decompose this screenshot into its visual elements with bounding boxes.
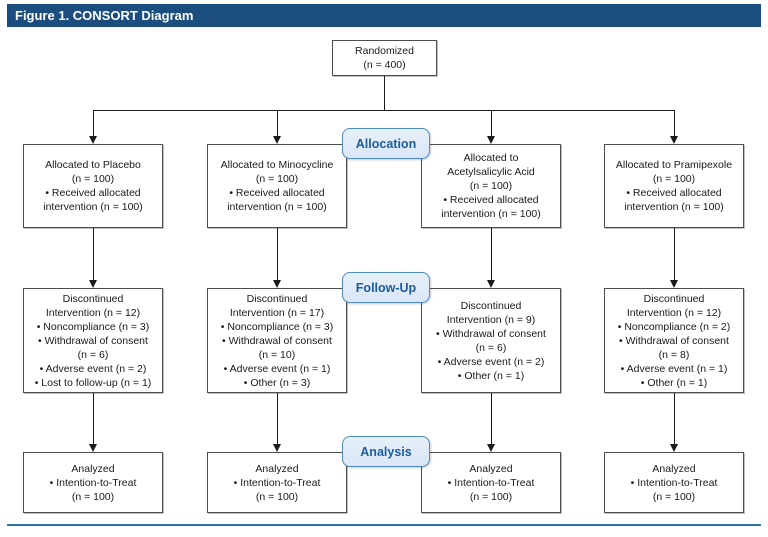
- allocation-box-acetylsalicylic-acid: Allocated to Acetylsalicylic Acid (n = 1…: [421, 144, 561, 228]
- arrow-down-icon: [669, 444, 678, 452]
- arrow-down-icon: [486, 280, 495, 288]
- allocation-box-placebo: Allocated to Placebo (n = 100) • Receive…: [23, 144, 163, 228]
- allocation-box-minocycline: Allocated to Minocycline (n = 100) • Rec…: [207, 144, 347, 228]
- connector-rail: [93, 110, 674, 111]
- randomized-box: Randomized (n = 400): [332, 40, 437, 76]
- followup-box-pramipexole: Discontinued Intervention (n = 12) • Non…: [604, 288, 744, 393]
- analysis-box-acetylsalicylic-acid: Analyzed • Intention-to-Treat (n = 100): [421, 452, 561, 513]
- bottom-rule: [7, 524, 761, 526]
- arrow-down-icon: [486, 444, 495, 452]
- connector-line: [490, 393, 492, 445]
- analysis-stage-badge: Analysis: [342, 436, 430, 467]
- connector-line: [490, 228, 492, 281]
- analysis-box-placebo: Analyzed • Intention-to-Treat (n = 100): [23, 452, 163, 513]
- analysis-box-pramipexole: Analyzed • Intention-to-Treat (n = 100): [604, 452, 744, 513]
- allocation-stage-badge: Allocation: [342, 128, 430, 159]
- connector-line: [673, 110, 675, 137]
- arrow-down-icon: [88, 280, 97, 288]
- connector-line: [276, 110, 278, 137]
- connector-line: [490, 110, 492, 137]
- connector-line: [276, 228, 278, 281]
- arrow-down-icon: [669, 136, 678, 144]
- arrow-down-icon: [272, 280, 281, 288]
- followup-box-placebo: Discontinued Intervention (n = 12) • Non…: [23, 288, 163, 393]
- analysis-box-minocycline: Analyzed • Intention-to-Treat (n = 100): [207, 452, 347, 513]
- connector-line: [92, 393, 94, 445]
- arrow-down-icon: [669, 280, 678, 288]
- connector-line: [384, 76, 385, 110]
- allocation-box-pramipexole: Allocated to Pramipexole (n = 100) • Rec…: [604, 144, 744, 228]
- followup-box-minocycline: Discontinued Intervention (n = 17) • Non…: [207, 288, 347, 393]
- arrow-down-icon: [486, 136, 495, 144]
- connector-line: [673, 393, 675, 445]
- connector-line: [276, 393, 278, 445]
- arrow-down-icon: [88, 136, 97, 144]
- followup-box-acetylsalicylic-acid: Discontinued Intervention (n = 9) • With…: [421, 288, 561, 393]
- figure-title-bar: Figure 1. CONSORT Diagram: [7, 4, 761, 27]
- arrow-down-icon: [88, 444, 97, 452]
- connector-line: [92, 110, 94, 137]
- arrow-down-icon: [272, 444, 281, 452]
- connector-line: [92, 228, 94, 281]
- arrow-down-icon: [272, 136, 281, 144]
- connector-line: [673, 228, 675, 281]
- follow-up-stage-badge: Follow-Up: [342, 272, 430, 303]
- figure-title: Figure 1. CONSORT Diagram: [15, 8, 194, 23]
